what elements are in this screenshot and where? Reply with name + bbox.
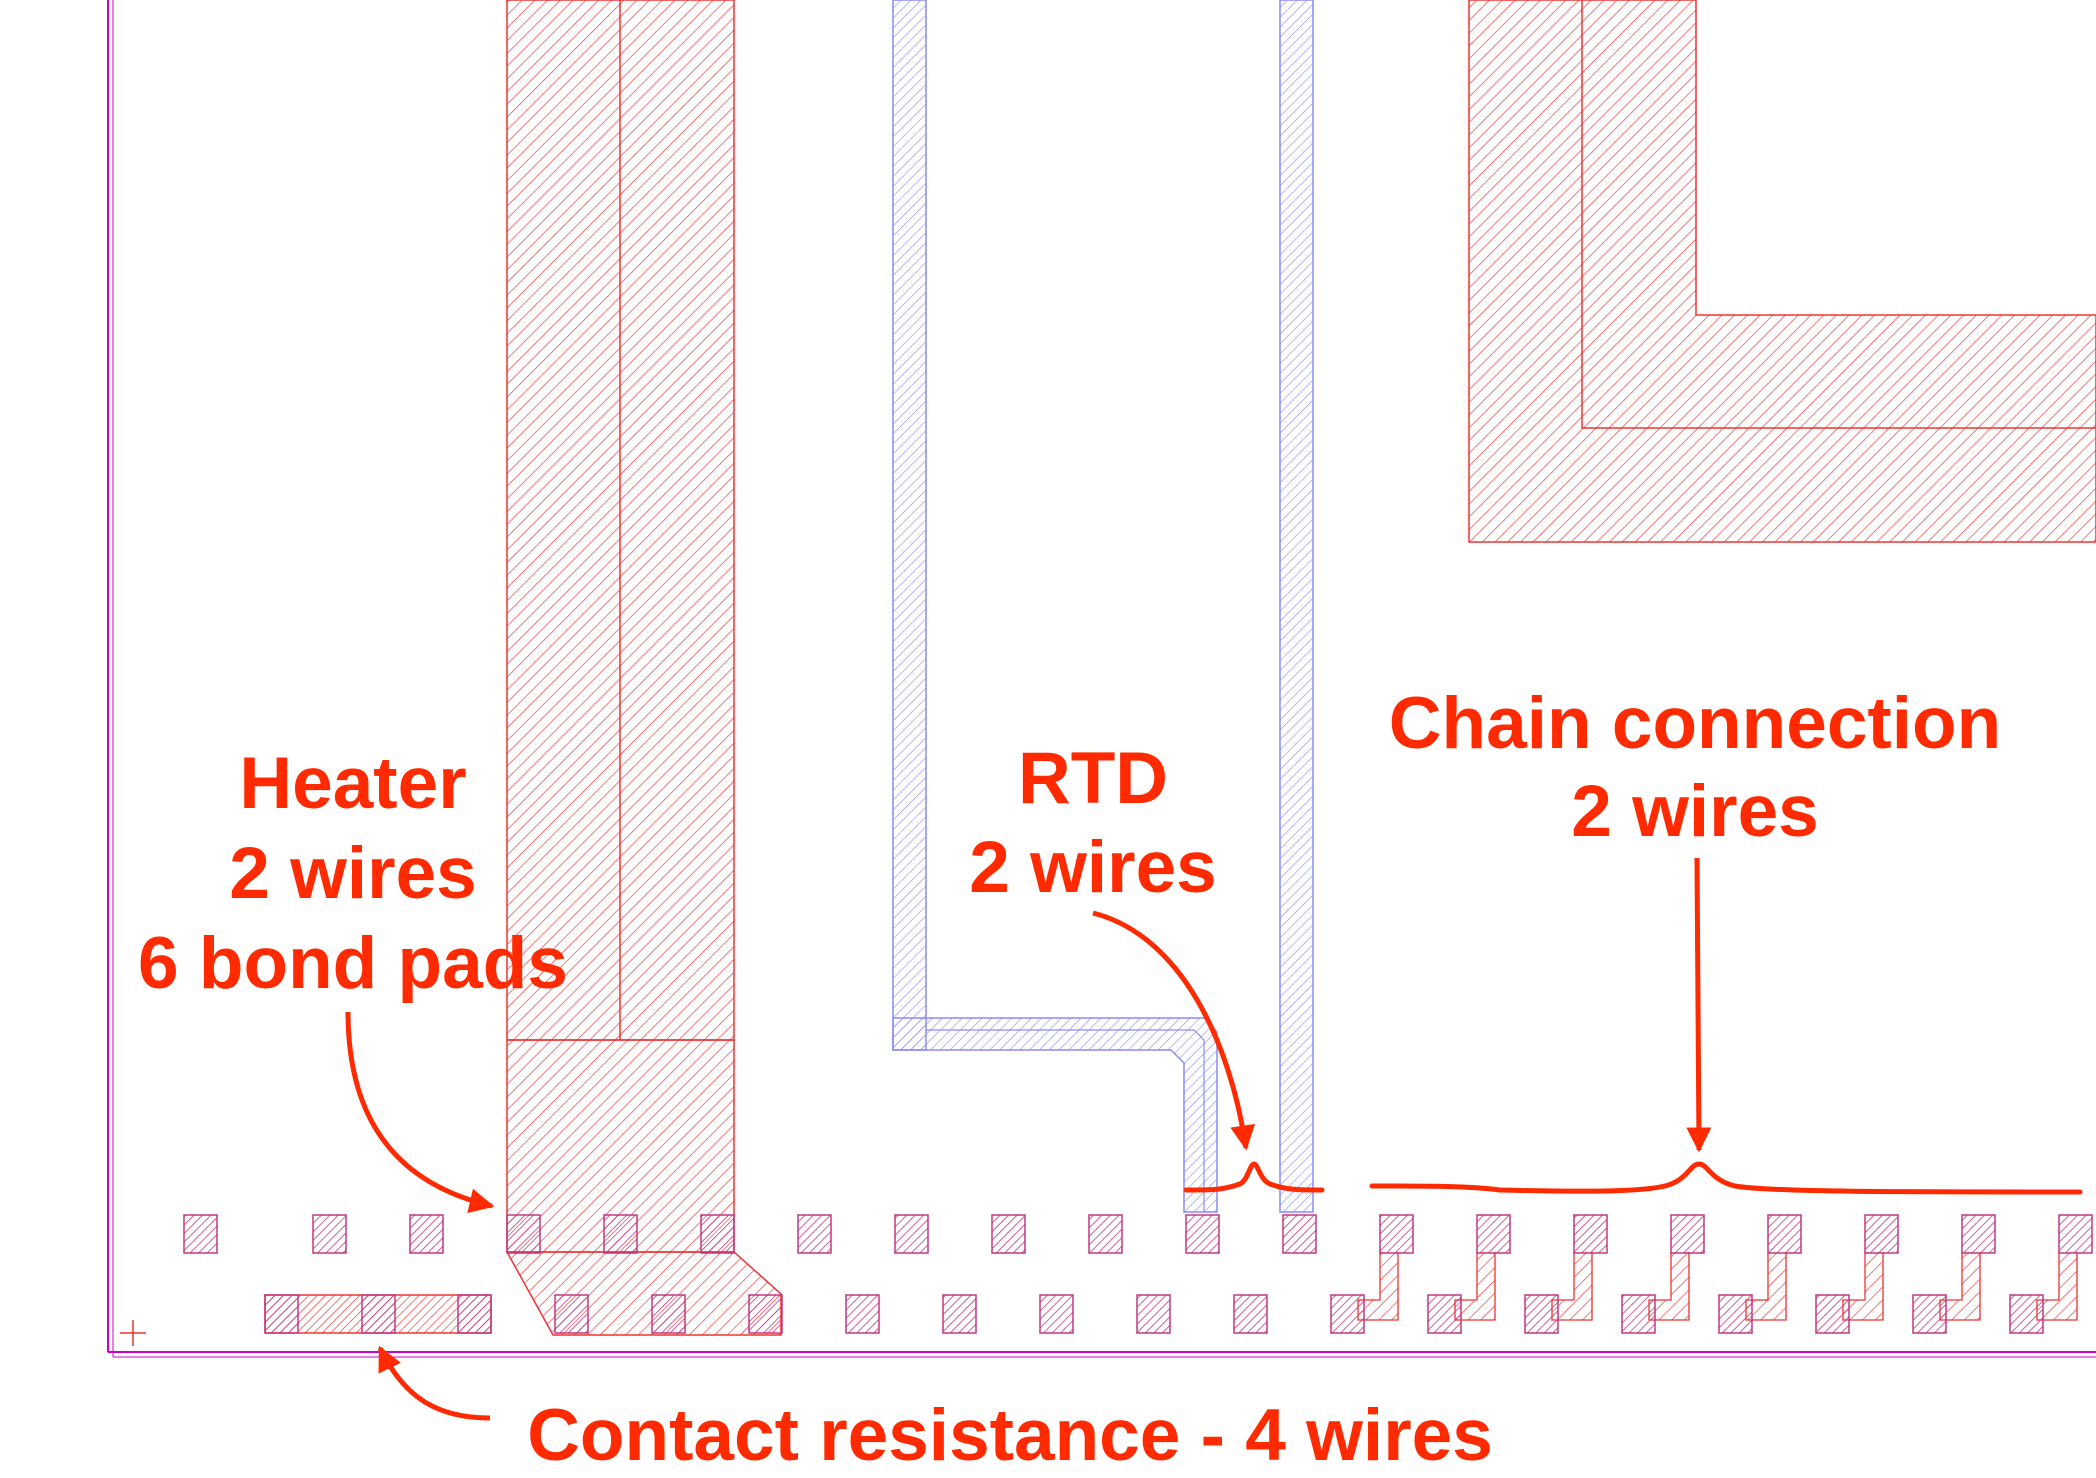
bond-pad [1670, 1214, 1705, 1254]
bond-pad [554, 1294, 589, 1334]
chain-arrow [1686, 857, 1712, 1153]
large-metal-region [1468, 0, 2096, 543]
contact-label: Contact resistance - 4 wires [527, 1395, 1493, 1476]
heater-arrow [345, 1011, 495, 1214]
bond-pad [1864, 1214, 1899, 1254]
annotation-brackets [1183, 1161, 2083, 1195]
bond-pad [894, 1214, 929, 1254]
contact-arrow [377, 1345, 491, 1421]
bond-pad [1282, 1214, 1317, 1254]
origin-crosshair-icon [120, 1320, 146, 1346]
bond-pad [700, 1214, 735, 1254]
heater-metal [505, 0, 782, 1336]
bond-pad [991, 1214, 1026, 1254]
bond-pad [1961, 1214, 1996, 1254]
bond-pad [506, 1214, 541, 1254]
chain-label-line2: 2 wires [1571, 771, 1819, 852]
chain-traces [1357, 1252, 2078, 1321]
bond-pad [1767, 1214, 1802, 1254]
bond-pad [1621, 1294, 1656, 1334]
bond-pad [1379, 1214, 1414, 1254]
chip-border [107, 0, 2096, 1358]
bond-pad [1912, 1294, 1947, 1334]
bond-pad [603, 1214, 638, 1254]
rtd-label-line2: 2 wires [969, 827, 1217, 908]
bond-pad [457, 1294, 492, 1334]
bond-pad [797, 1214, 832, 1254]
annotation-arrows [345, 857, 1712, 1421]
bond-pad [1088, 1214, 1123, 1254]
bond-pad [1233, 1294, 1268, 1334]
bond-pads-bottom-row [264, 1294, 2044, 1334]
rtd-traces [892, 0, 1314, 1213]
rtd-label-line1: RTD [1018, 738, 1168, 819]
bond-pad [651, 1294, 686, 1334]
chain-bracket [1369, 1161, 2083, 1195]
heater-label-line2: 2 wires [229, 833, 477, 914]
bond-pad [264, 1294, 299, 1334]
bond-pad [1476, 1214, 1511, 1254]
bond-pad [748, 1294, 783, 1334]
bond-pad [1330, 1294, 1365, 1334]
bond-pad [942, 1294, 977, 1334]
chain-label-line1: Chain connection [1389, 683, 2001, 764]
bond-pad [361, 1294, 396, 1334]
bond-pad [409, 1214, 444, 1254]
bond-pad [1427, 1294, 1462, 1334]
bond-pad [2009, 1294, 2044, 1334]
bond-pad [845, 1294, 880, 1334]
bond-pad [1185, 1214, 1220, 1254]
bond-pad [1718, 1294, 1753, 1334]
heater-label-line3: 6 bond pads [138, 923, 568, 1004]
annotation-labels: Heater 2 wires 6 bond pads RTD 2 wires C… [138, 683, 2001, 1476]
bond-pad [1815, 1294, 1850, 1334]
bond-pad [312, 1214, 347, 1254]
heater-label-line1: Heater [239, 743, 466, 824]
bond-pad [1524, 1294, 1559, 1334]
rtd-bracket [1183, 1161, 1325, 1193]
bond-pad [1136, 1294, 1171, 1334]
bond-pad [1573, 1214, 1608, 1254]
bond-pads-top-row [183, 1214, 2093, 1254]
bond-pad [183, 1214, 218, 1254]
rtd-arrow [1092, 910, 1256, 1151]
bond-pad [1039, 1294, 1074, 1334]
bond-pad [2058, 1214, 2093, 1254]
